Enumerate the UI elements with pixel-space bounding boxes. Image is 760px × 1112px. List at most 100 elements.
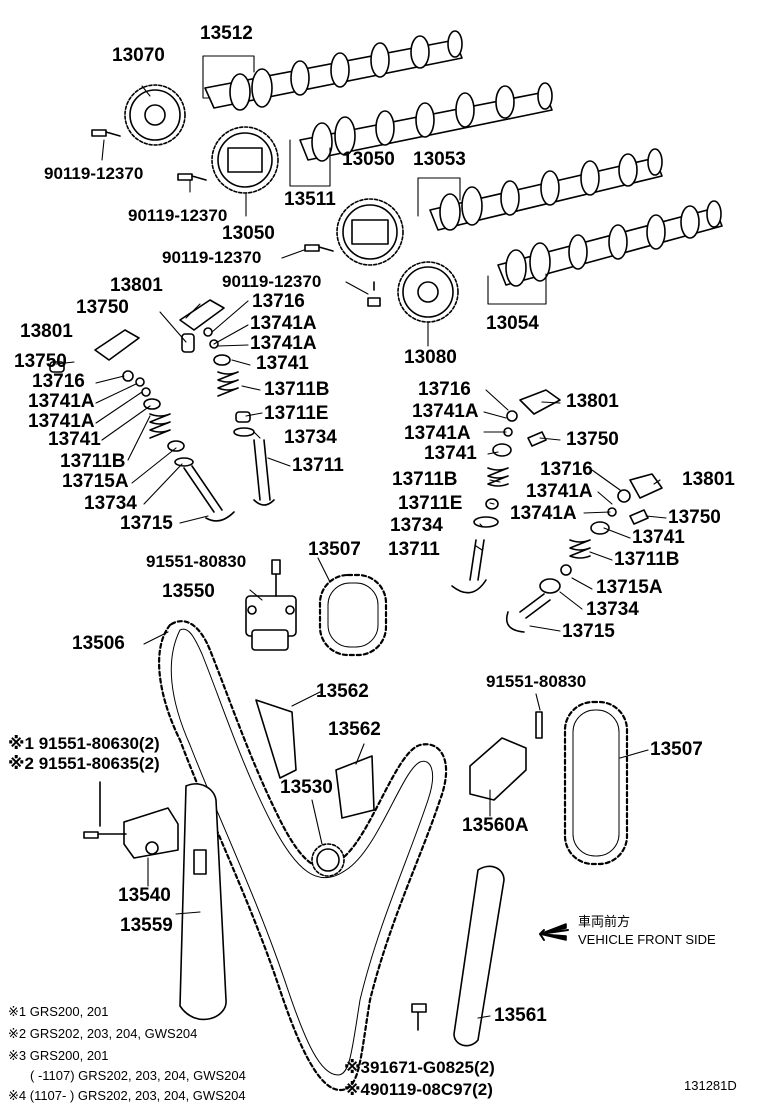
- label-13053: 13053: [413, 149, 466, 170]
- leader-lines: [55, 55, 667, 1019]
- label-13050-b: 13050: [222, 223, 275, 244]
- callout-bolt-1: ※1 91551-80630(2): [8, 734, 160, 753]
- camshaft-3: [429, 148, 663, 231]
- label-13507-b: 13507: [650, 739, 703, 760]
- label-90119-c: 90119-12370: [162, 248, 262, 267]
- label-13801-c: 13801: [566, 391, 619, 412]
- label-13711B-b: 13711B: [60, 451, 126, 472]
- valve-train-left: [49, 299, 275, 522]
- timing-chain-13506: [158, 620, 448, 1092]
- label-13741-a: 13741: [256, 353, 309, 374]
- callout-bolt-3: ※391671-G0825(2): [344, 1058, 495, 1077]
- label-13506: 13506: [72, 633, 125, 654]
- footnote-3-detail: ( -1107) GRS202, 203, 204, GWS204: [30, 1068, 246, 1083]
- label-13550: 13550: [162, 581, 215, 602]
- label-13715A-a: 13715A: [62, 471, 129, 492]
- label-13080: 13080: [404, 347, 457, 368]
- damper-13562-lower: [335, 755, 375, 819]
- label-13741A-e: 13741A: [412, 401, 479, 422]
- label-90119-a: 90119-12370: [44, 164, 144, 183]
- label-91551-a: 91551-80830: [146, 552, 247, 571]
- chain-guide-13561: [453, 865, 505, 1047]
- label-13741A-b: 13741A: [250, 333, 317, 354]
- label-13750-a: 13750: [76, 297, 129, 318]
- label-13741A-g: 13741A: [526, 481, 593, 502]
- camshaft-4: [497, 200, 723, 287]
- label-13711E-a: 13711E: [264, 403, 329, 424]
- callout-bolt-2: ※2 91551-80635(2): [8, 754, 160, 773]
- label-13741A-f: 13741A: [404, 423, 471, 444]
- label-13511: 13511: [284, 189, 336, 210]
- label-13711B-c: 13711B: [392, 469, 458, 490]
- label-13716-d: 13716: [540, 459, 593, 480]
- label-90119-b: 90119-12370: [128, 206, 228, 225]
- label-13561: 13561: [494, 1005, 547, 1026]
- tensioner-13560A: [469, 711, 543, 801]
- label-13750-b: 13750: [14, 351, 67, 372]
- timing-chain-13507-upper: [318, 573, 388, 657]
- label-13801-d: 13801: [682, 469, 735, 490]
- tensioner-13540: [83, 781, 179, 859]
- footnote-4: ※4 (1107- ) GRS202, 203, 204, GWS204: [8, 1088, 246, 1103]
- footnote-1: ※1 GRS200, 201: [8, 1004, 109, 1019]
- label-13741A-c: 13741A: [28, 391, 95, 412]
- timing-chain-13507-lower: [563, 700, 629, 866]
- label-13507-a: 13507: [308, 539, 361, 560]
- label-13741A-d: 13741A: [28, 411, 95, 432]
- label-13711-a: 13711: [292, 455, 344, 476]
- sprocket-13050-upper: [211, 126, 279, 194]
- label-13530: 13530: [280, 777, 333, 798]
- label-13734-b: 13734: [84, 493, 137, 514]
- label-13741A-a: 13741A: [250, 313, 317, 334]
- camshaft-1: [204, 30, 463, 111]
- label-13540: 13540: [118, 885, 171, 906]
- vvt-13080: [397, 261, 459, 323]
- label-13050-a: 13050: [342, 149, 395, 170]
- label-13734-a: 13734: [284, 427, 337, 448]
- direction-label-en: VEHICLE FRONT SIDE: [578, 932, 716, 947]
- label-13715A-b: 13715A: [596, 577, 663, 598]
- diagram-id: 131281D: [684, 1078, 737, 1093]
- label-13711B-a: 13711B: [264, 379, 330, 400]
- chain-tensioner-13550: [245, 559, 297, 651]
- camshaft-2: [299, 82, 553, 162]
- label-13715-a: 13715: [120, 513, 173, 534]
- label-13750-d: 13750: [668, 507, 721, 528]
- label-13711B-d: 13711B: [614, 549, 680, 570]
- label-13711-b: 13711: [388, 539, 440, 560]
- vvt-13070: [124, 84, 186, 146]
- bolts-90119: [91, 129, 381, 307]
- callout-bolt-4: ※490119-08C97(2): [344, 1080, 493, 1099]
- label-91551-b: 91551-80830: [486, 672, 587, 691]
- label-13741-b: 13741: [48, 429, 101, 450]
- label-13750-c: 13750: [566, 429, 619, 450]
- sprocket-13530: [311, 843, 345, 877]
- chain-guide-13559: [179, 783, 227, 1021]
- label-13716-c: 13716: [418, 379, 471, 400]
- footnote-3: ※3 GRS200, 201: [8, 1048, 109, 1063]
- valve-train-right-lower: [505, 473, 663, 633]
- direction-label-jp: 車両前方: [578, 914, 631, 929]
- label-13734-c: 13734: [390, 515, 443, 536]
- label-13716-b: 13716: [32, 371, 85, 392]
- label-13716-a: 13716: [252, 291, 305, 312]
- label-90119-d: 90119-12370: [222, 272, 322, 291]
- label-13801-a: 13801: [110, 275, 163, 296]
- label-13559: 13559: [120, 915, 173, 936]
- label-13741-d: 13741: [632, 527, 685, 548]
- label-13512: 13512: [200, 23, 253, 44]
- label-13734-d: 13734: [586, 599, 639, 620]
- label-13741-c: 13741: [424, 443, 477, 464]
- sprocket-13050-lower: [336, 198, 404, 266]
- label-13711E-b: 13711E: [398, 493, 463, 514]
- label-13741A-h: 13741A: [510, 503, 577, 524]
- label-13560A: 13560A: [462, 815, 529, 836]
- label-13562-b: 13562: [328, 719, 381, 740]
- label-13054: 13054: [486, 313, 539, 334]
- label-13715-b: 13715: [562, 621, 615, 642]
- footnote-2: ※2 GRS202, 203, 204, GWS204: [8, 1026, 198, 1041]
- label-13070: 13070: [112, 45, 165, 66]
- damper-13562-upper: [255, 699, 297, 779]
